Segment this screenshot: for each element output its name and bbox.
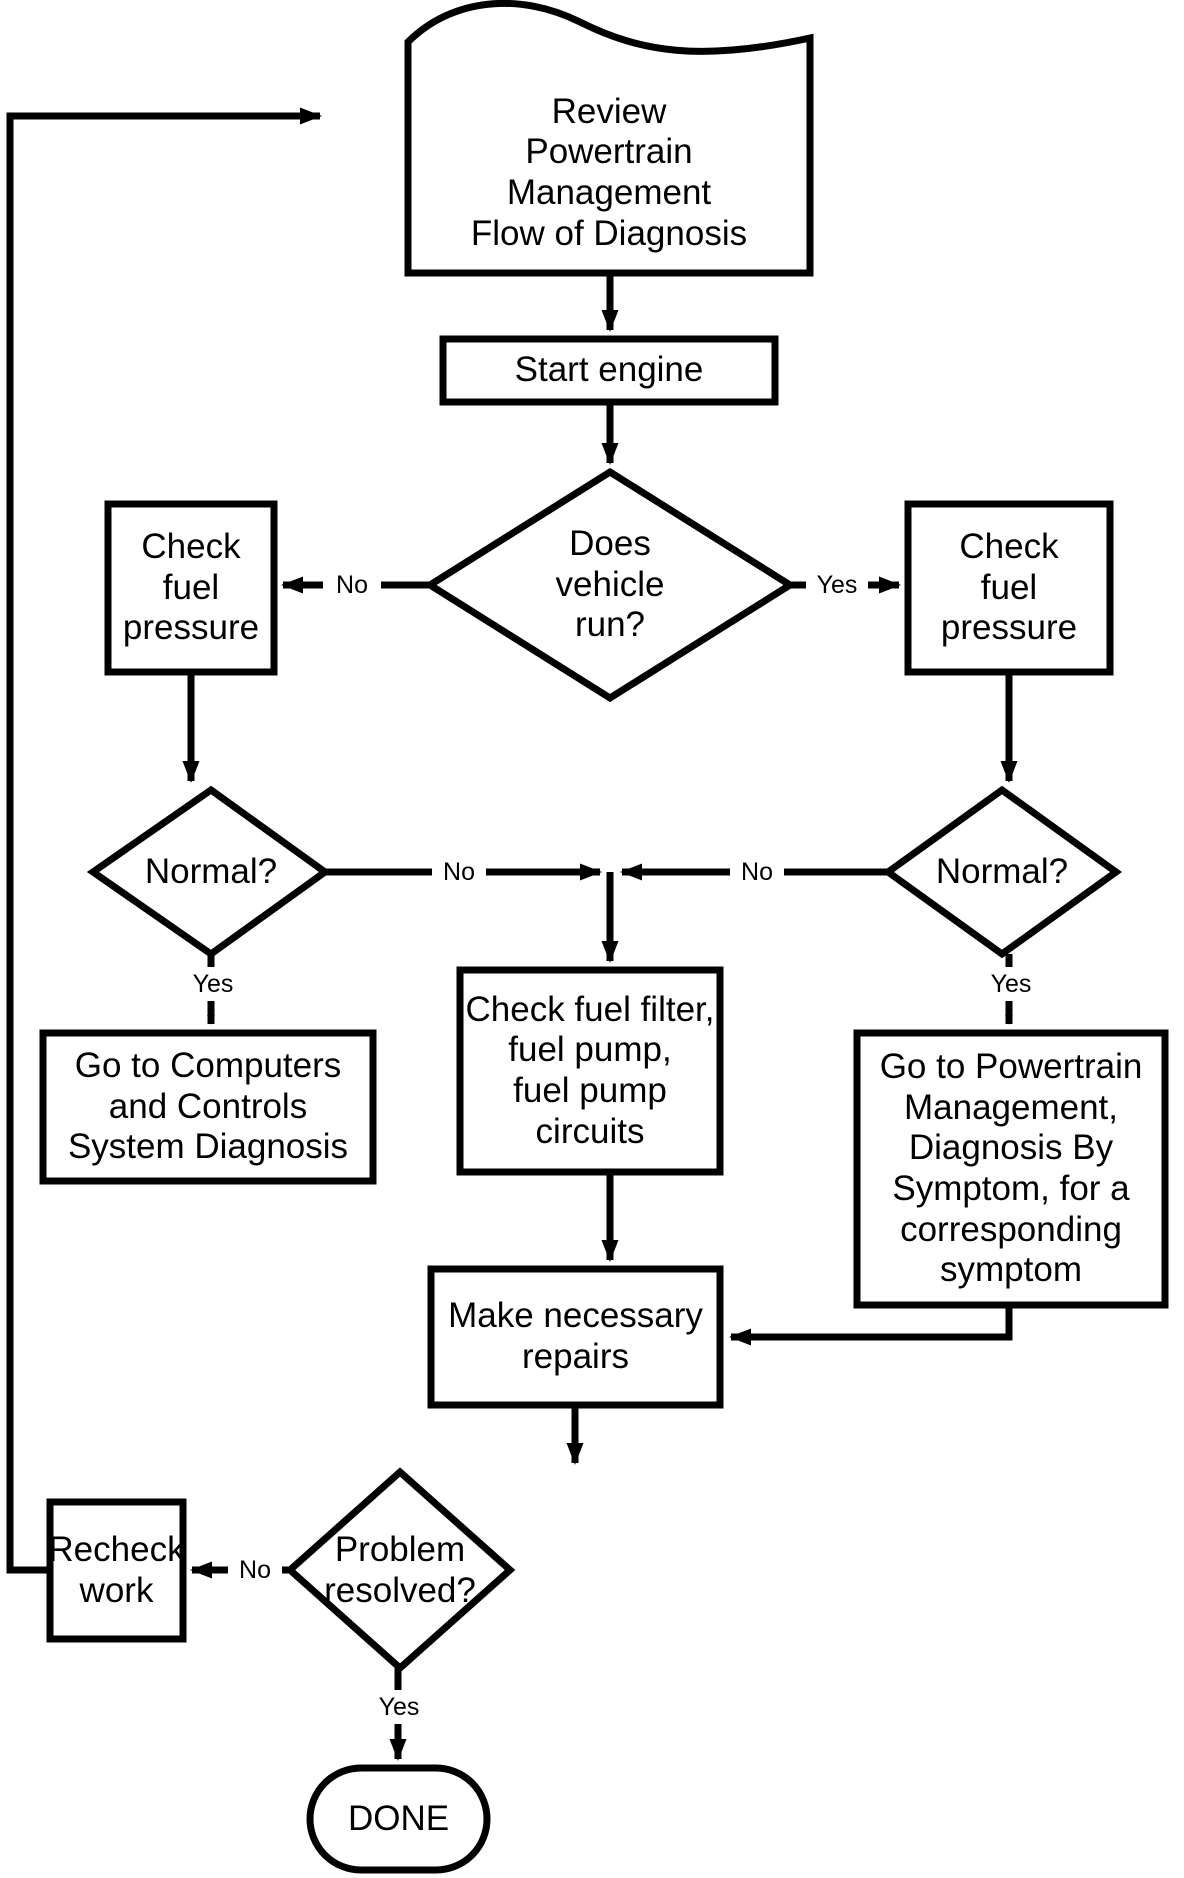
node-normal-right-shape (882, 785, 1122, 959)
node-repairs-shape (427, 1265, 724, 1409)
node-review-shape (404, 0, 814, 277)
node-go-powertrain-shape (853, 1029, 1169, 1309)
node-resolved-shape (284, 1467, 516, 1673)
node-go-computers-shape (39, 1029, 377, 1185)
node-normal-left-shape (86, 785, 331, 959)
node-does-run-shape (423, 467, 797, 703)
node-check-fuel-pressure-right-shape (904, 500, 1114, 676)
node-check-fuel-pressure-left-shape (104, 500, 278, 676)
node-recheck-shape (46, 1498, 187, 1643)
node-check-filter-shape (456, 966, 724, 1176)
edge-go-powertrain-to-repairs (729, 1305, 1013, 1346)
node-start-engine-shape (439, 335, 779, 406)
edge-recheck-to-review (6, 107, 322, 1574)
node-done-shape (306, 1764, 491, 1874)
